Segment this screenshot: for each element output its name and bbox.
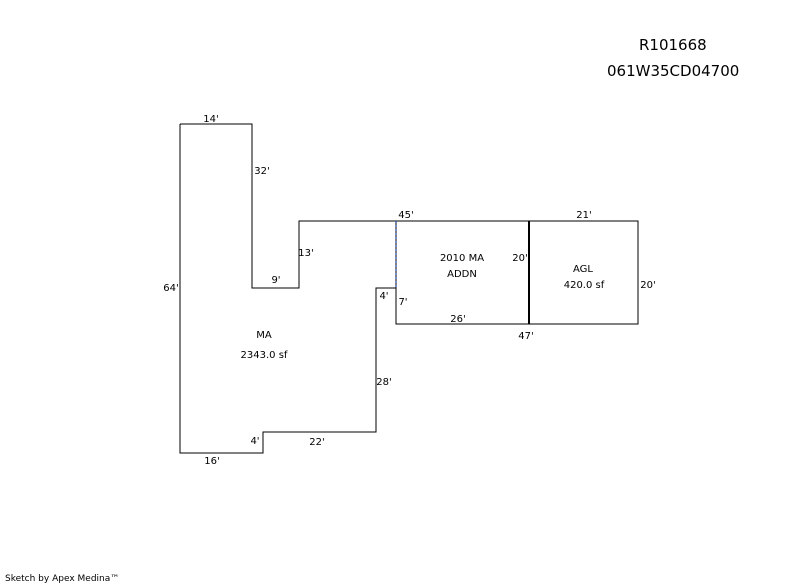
dim-ma-left: 64' (163, 283, 178, 294)
record-id: R101668 (639, 36, 707, 54)
dim-ma-upper-right: 32' (254, 166, 269, 177)
dim-addn-top: 45' (398, 210, 413, 221)
dim-ma-notch-bottom: 9' (271, 275, 280, 286)
dim-ma-bottom-step: 4' (250, 436, 259, 447)
ma-area: 2343.0 sf (241, 350, 288, 361)
dim-ma-notch-rise: 13' (298, 248, 313, 259)
dim-combined-bottom: 47' (518, 331, 533, 342)
dim-ma-lower-right: 28' (376, 377, 391, 388)
dim-addn-bottom: 26' (450, 314, 465, 325)
agl-outline (529, 220, 639, 325)
addn-label-line1: 2010 MA (440, 253, 484, 264)
ma-label: MA (256, 330, 272, 341)
dim-agl-right: 20' (640, 280, 655, 291)
dim-ma-bottom-right: 22' (309, 437, 324, 448)
addn-label-line2: ADDN (447, 269, 477, 280)
dim-ma-step: 4' (379, 291, 388, 302)
parcel-id: 061W35CD04700 (607, 62, 740, 80)
ma-outline (179, 123, 397, 454)
agl-label: AGL (573, 264, 593, 275)
dim-addn-right: 20' (512, 253, 527, 264)
dim-addn-left: 7' (398, 297, 407, 308)
sketch-credit: Sketch by Apex Medina™ (5, 574, 120, 584)
dim-agl-top: 21' (576, 210, 591, 221)
agl-area: 420.0 sf (564, 280, 605, 291)
dim-ma-top: 14' (203, 114, 218, 125)
dim-ma-bottom: 16' (204, 456, 219, 467)
